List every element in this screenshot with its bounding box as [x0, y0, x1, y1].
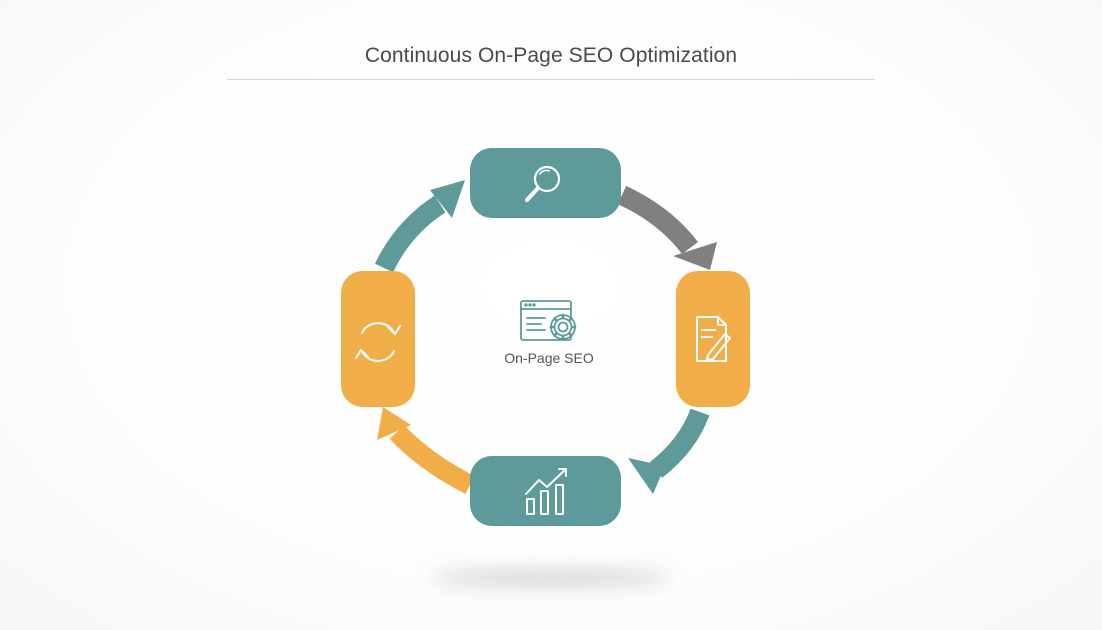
step-box-top: [470, 148, 621, 218]
arrow-right-to-bottom: [628, 408, 710, 494]
arrow-left-to-top: [374, 180, 465, 273]
browser-settings-icon: [520, 300, 577, 341]
growth-chart-icon: [525, 468, 567, 515]
diagram-title: Continuous On-Page SEO Optimization: [364, 44, 738, 67]
step-box-bottom: [470, 456, 621, 526]
center-label: On-Page SEO: [504, 350, 594, 366]
step-box-left: [341, 271, 415, 407]
magnifier-icon: [525, 165, 561, 202]
refresh-cycle-icon: [355, 322, 401, 362]
title-divider: [227, 79, 875, 80]
arrow-bottom-to-left: [377, 407, 475, 494]
arrow-top-to-right: [617, 185, 717, 270]
floor-shadow: [431, 569, 671, 587]
document-edit-icon: [696, 316, 731, 362]
step-box-right: [676, 271, 750, 407]
